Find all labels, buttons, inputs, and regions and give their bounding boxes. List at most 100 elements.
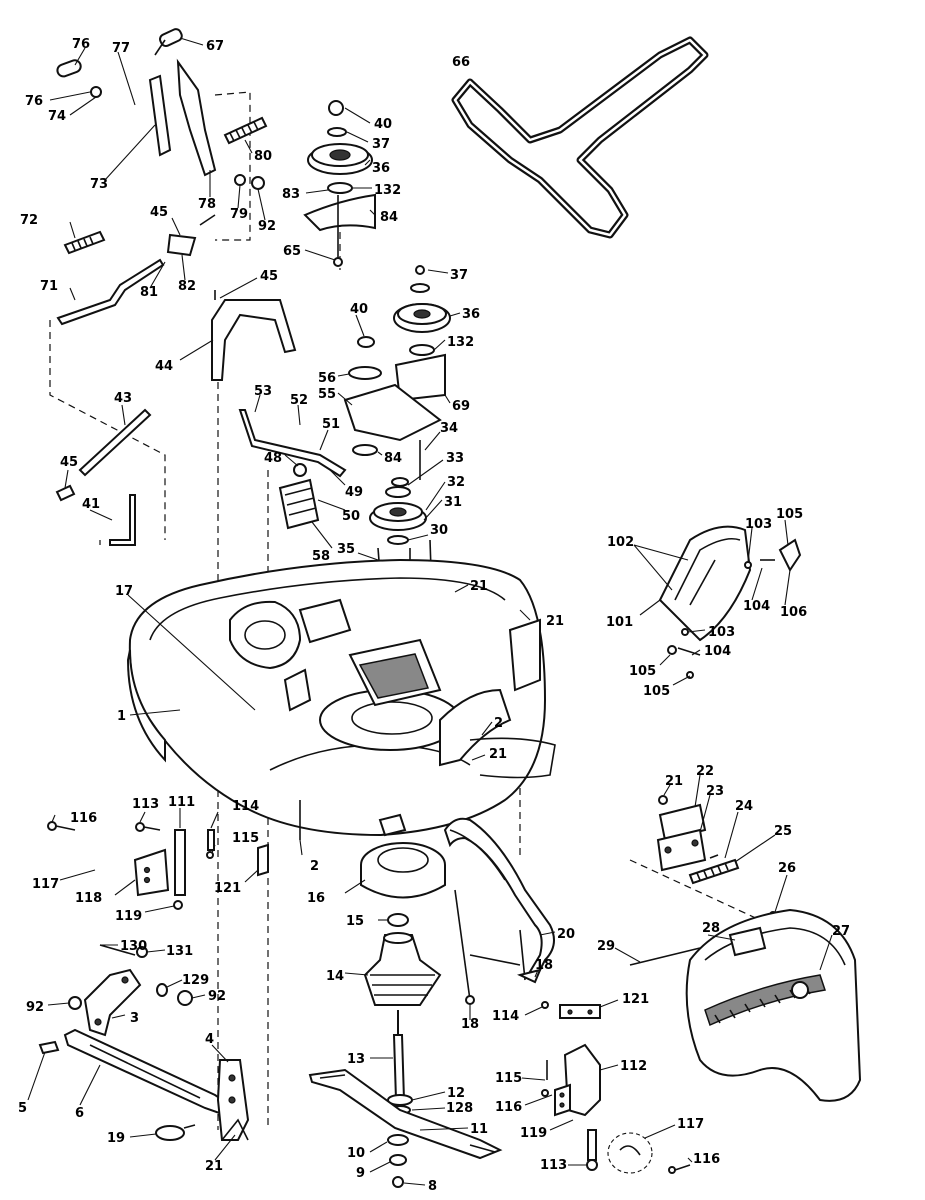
label-13: 13 xyxy=(347,1052,365,1067)
label-115-b: 115 xyxy=(495,1071,522,1086)
label-24: 24 xyxy=(735,799,753,814)
label-16: 16 xyxy=(307,891,325,906)
label-106: 106 xyxy=(780,605,807,620)
label-92-right: 92 xyxy=(208,989,226,1004)
nut-92-left xyxy=(68,996,82,1010)
spindle-housing-14 xyxy=(363,934,442,1006)
label-18-a: 18 xyxy=(535,958,553,973)
mower-deck-housing-1 xyxy=(126,558,556,837)
spacer-132-mid xyxy=(409,344,435,356)
label-74: 74 xyxy=(48,109,66,124)
chute-deflector-assembly xyxy=(658,525,802,679)
label-105-b: 105 xyxy=(629,664,656,679)
label-32: 32 xyxy=(447,475,465,490)
label-33: 33 xyxy=(446,451,464,466)
nut-92-top xyxy=(251,176,265,190)
bracket-121-right xyxy=(559,1004,601,1019)
label-84-mid: 84 xyxy=(384,451,402,466)
label-116-a: 116 xyxy=(70,811,97,826)
label-26: 26 xyxy=(778,861,796,876)
label-1: 1 xyxy=(117,709,126,724)
label-23: 23 xyxy=(706,784,724,799)
deflector-102 xyxy=(658,525,752,642)
label-72: 72 xyxy=(20,213,38,228)
bracket-121-left xyxy=(257,843,269,877)
label-104-b: 104 xyxy=(704,644,731,659)
label-50: 50 xyxy=(342,509,360,524)
label-119-b: 119 xyxy=(520,1126,547,1141)
label-119-a: 119 xyxy=(115,909,142,924)
label-22: 22 xyxy=(696,764,714,779)
rod-41 xyxy=(109,494,136,546)
label-103-a: 103 xyxy=(745,517,772,532)
washer-79 xyxy=(234,174,246,186)
label-44: 44 xyxy=(155,359,173,374)
spring-25 xyxy=(688,858,740,885)
label-102: 102 xyxy=(607,535,634,550)
label-25: 25 xyxy=(774,824,792,839)
label-52: 52 xyxy=(290,393,308,408)
label-21-a: 21 xyxy=(470,579,488,594)
bracket-44 xyxy=(211,299,297,381)
idler-pulley-stack xyxy=(343,265,451,480)
label-21-c: 21 xyxy=(489,747,507,762)
left-bracket-assembly xyxy=(47,800,301,910)
link-43 xyxy=(78,408,152,477)
lift-handle xyxy=(148,74,172,157)
label-2-a: 2 xyxy=(494,716,503,731)
label-76-b: 76 xyxy=(25,94,43,109)
washer-10 xyxy=(387,1134,409,1146)
front-hanger-20 xyxy=(443,817,555,1005)
label-56: 56 xyxy=(318,371,336,386)
label-45-a: 45 xyxy=(150,205,168,220)
label-82: 82 xyxy=(178,279,196,294)
label-113-b: 113 xyxy=(540,1158,567,1173)
label-132-top: 132 xyxy=(374,183,401,198)
label-83: 83 xyxy=(282,187,300,202)
label-67: 67 xyxy=(206,39,224,54)
label-114-a: 114 xyxy=(232,799,259,814)
label-80: 80 xyxy=(254,149,272,164)
label-116-c: 116 xyxy=(693,1152,720,1167)
label-115-a: 115 xyxy=(232,831,259,846)
spindle-shaft-13 xyxy=(392,1034,406,1101)
bracket-111 xyxy=(174,829,186,896)
label-2-b: 2 xyxy=(310,859,319,874)
deck-hanger-front-right xyxy=(439,688,512,767)
washer-9 xyxy=(389,1154,407,1166)
label-45-b: 45 xyxy=(260,269,278,284)
label-105-c: 105 xyxy=(643,684,670,699)
washer-74 xyxy=(90,86,102,98)
washer-30 xyxy=(387,535,409,545)
label-49: 49 xyxy=(345,485,363,500)
label-92-left: 92 xyxy=(26,1000,44,1015)
spacer-132-top xyxy=(327,182,353,194)
label-129: 129 xyxy=(182,973,209,988)
label-79: 79 xyxy=(230,207,248,222)
label-51: 51 xyxy=(322,417,340,432)
label-103-b: 103 xyxy=(708,625,735,640)
label-12: 12 xyxy=(447,1086,465,1101)
label-112: 112 xyxy=(620,1059,647,1074)
nut-40-mid xyxy=(357,336,375,348)
deck-linkage xyxy=(55,290,347,546)
washer-48 xyxy=(293,463,307,477)
knob-67 xyxy=(159,28,183,48)
label-132-mid: 132 xyxy=(447,335,474,350)
label-113-a: 113 xyxy=(132,797,159,812)
label-21-b: 21 xyxy=(546,614,564,629)
label-21-e: 21 xyxy=(205,1159,223,1174)
label-117-a: 117 xyxy=(32,877,59,892)
knob-76 xyxy=(56,59,82,78)
label-4: 4 xyxy=(205,1032,214,1047)
spring-72 xyxy=(63,230,106,255)
label-27: 27 xyxy=(832,924,850,939)
label-43: 43 xyxy=(114,391,132,406)
label-69: 69 xyxy=(452,399,470,414)
label-15: 15 xyxy=(346,914,364,929)
belt-guide-84-top xyxy=(303,193,376,232)
nut-40-top xyxy=(328,100,344,116)
label-6: 6 xyxy=(75,1106,84,1121)
label-71: 71 xyxy=(40,279,58,294)
label-17: 17 xyxy=(115,584,133,599)
